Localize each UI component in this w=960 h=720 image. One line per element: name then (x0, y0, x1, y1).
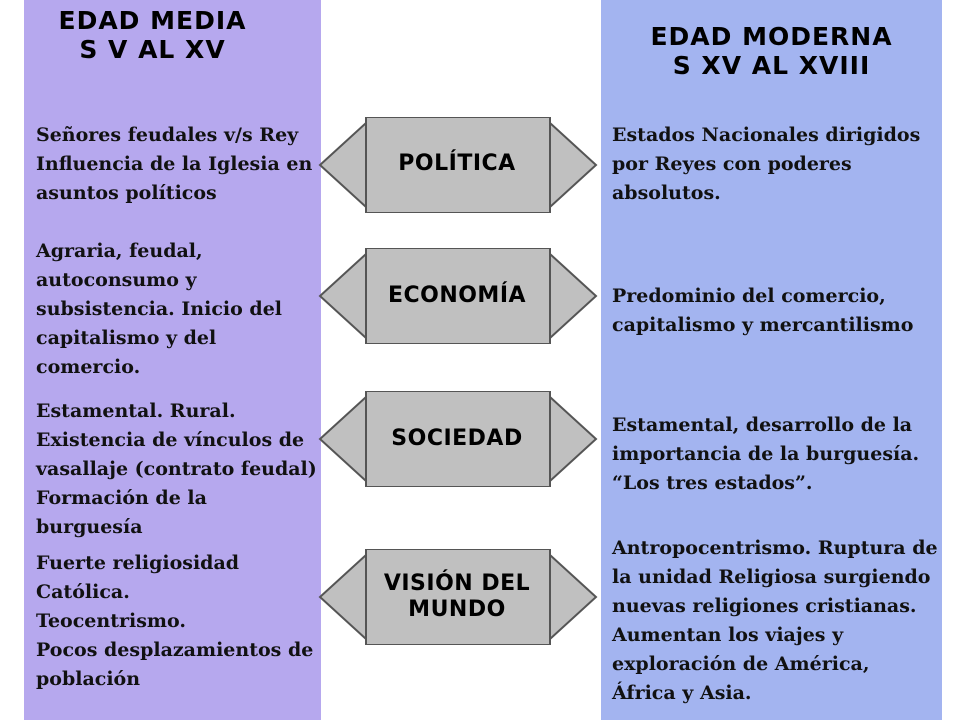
politica-edad-media-text: Señores feudales v/s Rey Influencia de l… (36, 124, 313, 204)
politica-label: POLÍTICA (398, 151, 516, 176)
politica-double-arrow (318, 117, 598, 213)
vision-edad-moderna-text: Antropocentrismo. Ruptura de la unidad R… (612, 537, 938, 704)
economia-double-arrow (318, 248, 598, 344)
vision-label: VISIÓN DEL MUNDO (383, 571, 531, 622)
economia-edad-media-text: Agraria, feudal, autoconsumo y subsisten… (36, 240, 282, 378)
sociedad-edad-moderna-text: Estamental, desarrollo de la importancia… (612, 414, 920, 494)
sociedad-label: SOCIEDAD (391, 426, 523, 451)
economia-edad-moderna-text: Predominio del comercio, capitalismo y m… (612, 285, 914, 336)
politica-edad-moderna-text: Estados Nacionales dirigidos por Reyes c… (612, 124, 921, 204)
edad-media-heading: EDAD MEDIA S V AL XV (58, 6, 247, 64)
vision-edad-media-text: Fuerte religiosidad Católica. Teocentris… (36, 552, 314, 690)
edad-moderna-heading: EDAD MODERNA S XV AL XVIII (650, 22, 893, 80)
vision-double-arrow (318, 549, 598, 645)
sociedad-edad-media-text: Estamental. Rural. Existencia de vínculo… (36, 400, 317, 538)
sociedad-double-arrow (318, 391, 598, 487)
edad-moderna-column (601, 0, 942, 720)
economia-label: ECONOMÍA (387, 283, 527, 308)
edad-media-column (24, 0, 321, 720)
